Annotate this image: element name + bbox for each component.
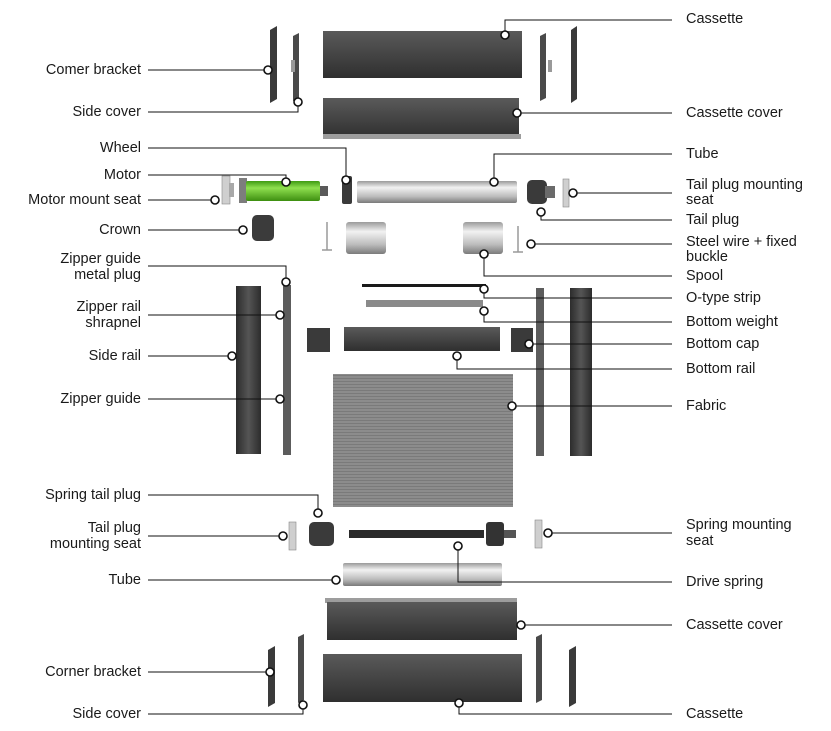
label-line: Steel wire + fixed (686, 234, 797, 250)
spring-tail-plug-part (309, 522, 334, 546)
drive-spring-part (349, 522, 516, 546)
label-corner-bracket-bottom: Corner bracket (45, 664, 141, 680)
spring-mounting-seat-part (534, 519, 543, 549)
label-line: Zipper guide (60, 251, 141, 267)
label-side-rail: Side rail (88, 348, 141, 364)
label-line: Tail plug (87, 520, 141, 536)
label-line: metal plug (74, 267, 141, 283)
label-tail-plug-mounting-seat-top: Tail plug mounting seat (686, 178, 803, 208)
label-line: mounting seat (49, 536, 141, 552)
label-zipper-guide-metal-plug: Zipper guide metal plug (60, 251, 141, 283)
label-cassette-bottom: Cassette (686, 706, 744, 722)
label-line: seat (686, 533, 714, 549)
cassette-cover-bottom-part (325, 598, 517, 640)
tail-plug-part (527, 180, 555, 204)
corner-bracket-top-part (270, 26, 577, 103)
label-line: seat (686, 192, 714, 208)
label-zipper-guide: Zipper guide (60, 391, 141, 407)
motor-part (239, 178, 328, 203)
label-cassette-cover-top: Cassette cover (686, 105, 783, 121)
leader-lines (148, 19, 672, 715)
o-type-strip-part (362, 284, 486, 287)
tube-top-part (357, 181, 517, 203)
label-tube-top: Tube (686, 146, 719, 162)
label-fabric: Fabric (686, 398, 727, 414)
label-wheel: Wheel (99, 140, 141, 156)
label-bottom-rail: Bottom rail (686, 361, 756, 377)
label-line: Zipper rail (76, 299, 141, 315)
fabric-part (333, 374, 513, 507)
callout-markers (210, 30, 578, 710)
motor-mount-seat-part (221, 175, 234, 205)
cassette-bottom-part (323, 654, 522, 702)
steel-wire-part (322, 222, 523, 253)
label-crown: Crown (99, 222, 141, 238)
tail-plug-mounting-seat-top-part (562, 178, 570, 208)
label-corner-bracket-top: Comer bracket (45, 62, 141, 78)
label-cassette-top: Cassette (686, 11, 744, 27)
label-cassette-cover-bottom: Cassette cover (686, 617, 783, 633)
bottom-rail-part (344, 327, 500, 351)
cassette-top-part (323, 31, 522, 78)
label-tail-plug: Tail plug (686, 212, 740, 228)
label-line: Tail plug mounting (686, 177, 803, 193)
label-spool: Spool (686, 268, 724, 284)
label-motor: Motor (103, 167, 141, 183)
label-spring-tail-plug: Spring tail plug (45, 487, 141, 503)
label-o-type-strip: O-type strip (686, 290, 761, 306)
bottom-weight-part (366, 300, 483, 307)
label-bottom-weight: Bottom weight (686, 314, 778, 330)
crown-part (252, 215, 274, 241)
label-tube-bottom: Tube (108, 572, 141, 588)
side-rail-part (236, 286, 592, 456)
label-steel-wire: Steel wire + fixed buckle (686, 235, 797, 265)
cassette-cover-top-part (323, 98, 521, 139)
tube-bottom-part (343, 563, 502, 586)
label-line: shrapnel (85, 315, 141, 331)
tail-plug-mounting-seat-bottom-part (288, 521, 297, 551)
label-line: buckle (686, 249, 728, 265)
label-bottom-cap: Bottom cap (686, 336, 760, 352)
zipper-guide-part (283, 285, 544, 456)
label-side-cover-top: Side cover (72, 104, 141, 120)
label-drive-spring: Drive spring (686, 574, 764, 590)
label-spring-mounting-seat: Spring mounting seat (686, 517, 792, 549)
label-motor-mount-seat: Motor mount seat (28, 192, 141, 208)
label-line: Spring mounting (686, 517, 792, 533)
label-zipper-rail-shrapnel: Zipper rail shrapnel (77, 299, 141, 331)
label-side-cover-bottom: Side cover (72, 706, 141, 722)
spool-part (346, 222, 503, 254)
label-tail-plug-mounting-seat-bottom: Tail plug mounting seat (50, 520, 141, 552)
